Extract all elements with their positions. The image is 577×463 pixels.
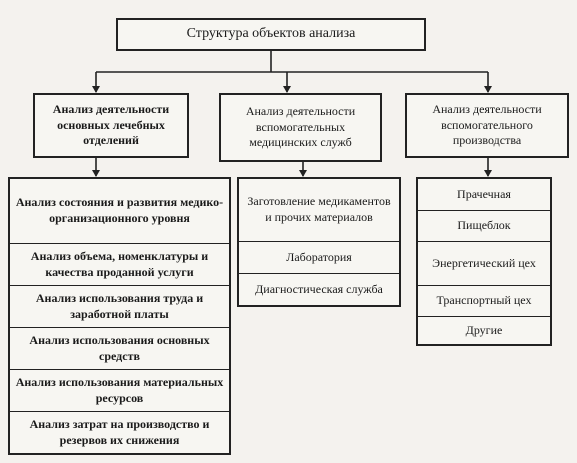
branch-header-main-departments: Анализ деятельности основных лечебных от… — [33, 93, 189, 158]
list-item: Заготовление медикаментов и прочих матер… — [247, 194, 391, 224]
list-item: Анализ затрат на производство и резервов… — [10, 411, 229, 454]
list-item: Анализ использования основных средств — [10, 327, 229, 369]
list-item: Анализ состояния и развития медико-орган… — [15, 195, 224, 225]
list-item: Пищеблок — [418, 210, 550, 241]
list-item: Другие — [418, 316, 550, 345]
list-item: Прачечная — [457, 186, 511, 201]
diagram-title: Структура объектов анализа — [116, 18, 426, 51]
branch-header-auxiliary-production: Анализ деятельности вспомогательного про… — [405, 93, 569, 158]
list-item: Лаборатория — [239, 241, 399, 273]
list-item: Анализ использования материальных ресурс… — [10, 369, 229, 411]
list-item: Энергетический цех — [418, 241, 550, 285]
list-item: Анализ использования труда и заработной … — [10, 285, 229, 327]
main-departments-list: Анализ состояния и развития медико-орган… — [8, 177, 231, 455]
auxiliary-medical-services-list: Заготовление медикаментов и прочих матер… — [237, 177, 401, 307]
auxiliary-production-list: Прачечная Пищеблок Энергетический цех Тр… — [416, 177, 552, 346]
list-item: Транспортный цех — [418, 285, 550, 316]
list-item: Анализ объема, номенклатуры и качества п… — [10, 243, 229, 285]
branch-header-auxiliary-medical-services: Анализ деятельности вспомогательных меди… — [219, 93, 382, 162]
list-item: Диагностическая служба — [239, 273, 399, 306]
